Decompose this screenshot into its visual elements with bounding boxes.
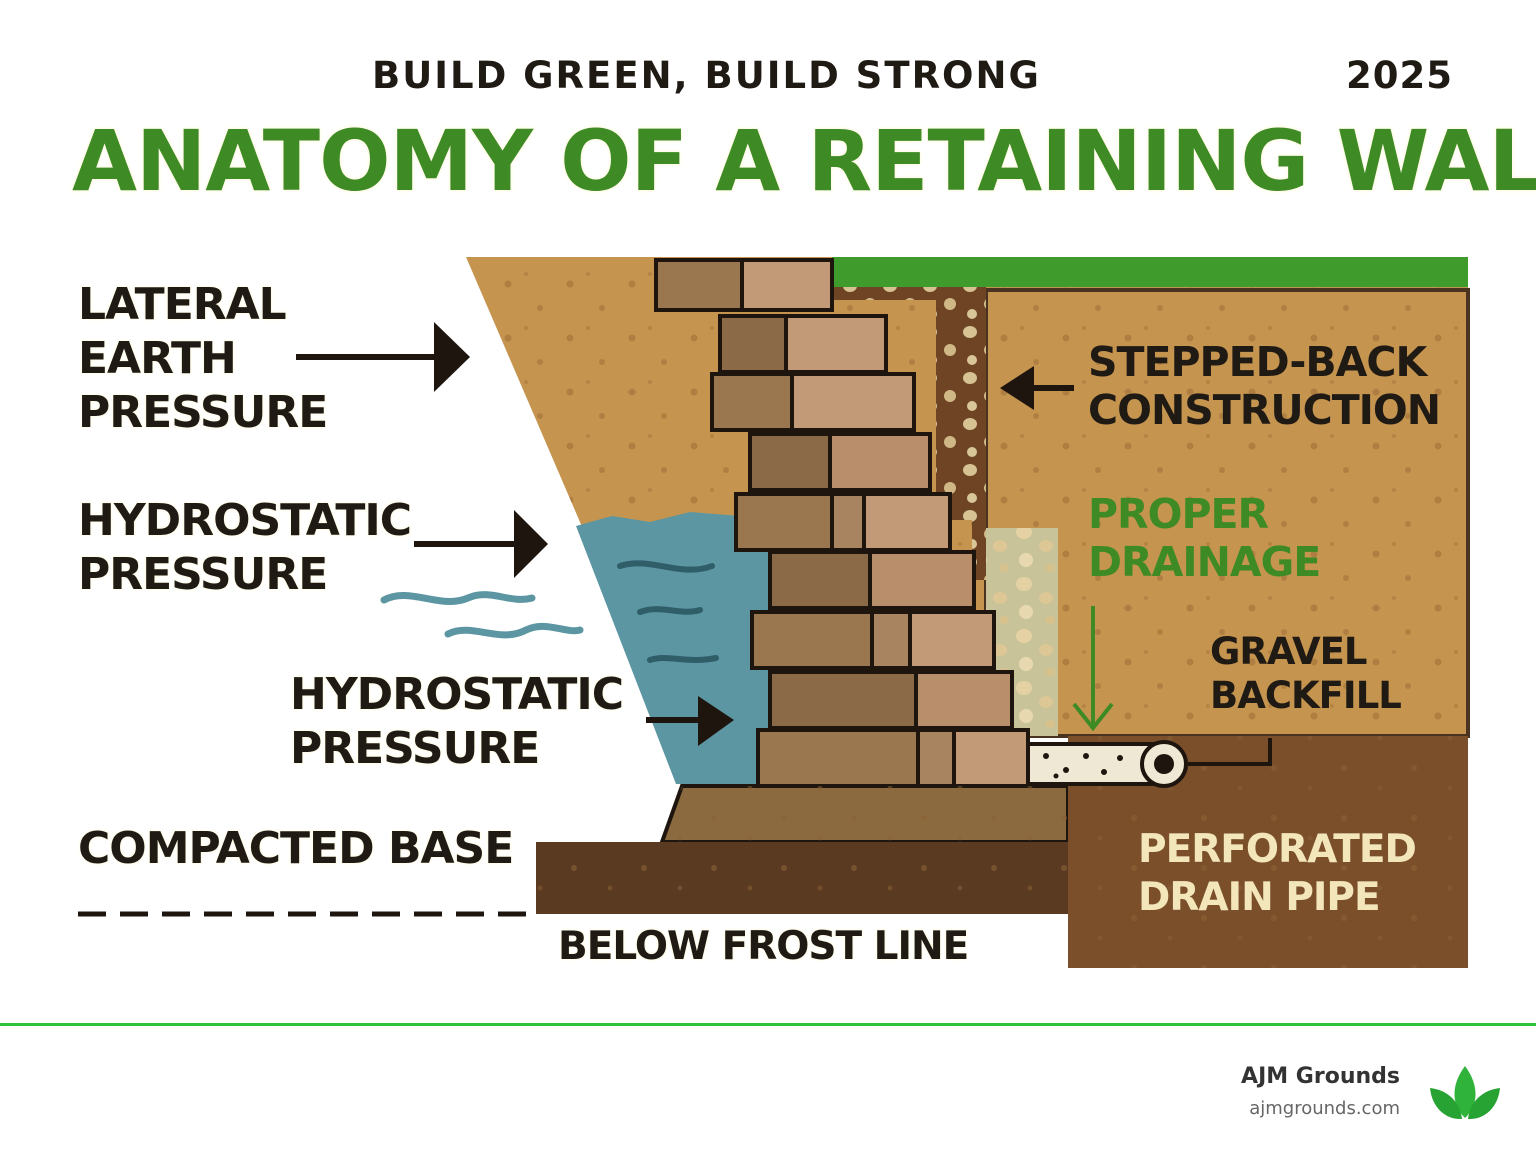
retaining-wall-diagram — [78, 257, 1470, 968]
label-below-frost-line: BELOW FROST LINE — [558, 924, 969, 969]
label-hydrostatic-pressure-upper: HYDROSTATIC PRESSURE — [78, 495, 412, 600]
brand-name: AJM Grounds — [1241, 1064, 1400, 1089]
footer-divider — [0, 1023, 1536, 1026]
label-gravel-backfill: GRAVEL BACKFILL — [1210, 630, 1402, 717]
label-lateral-earth-pressure: LATERAL EARTH PRESSURE — [78, 279, 328, 438]
page-title: ANATOMY OF A RETAINING WALL — [72, 112, 1536, 210]
label-compacted-base: COMPACTED BASE — [78, 823, 514, 874]
header-kicker: BUILD GREEN, BUILD STRONG — [372, 54, 1041, 97]
label-proper-drainage: PROPER DRAINAGE — [1088, 490, 1321, 586]
label-perforated-drain-pipe: PERFORATED DRAIN PIPE — [1138, 827, 1417, 920]
leaf-icon — [1430, 1066, 1500, 1120]
label-hydrostatic-pressure-lower: HYDROSTATIC PRESSURE — [290, 669, 624, 774]
header-year: 2025 — [1346, 54, 1453, 97]
perforated-drain-pipe — [1026, 738, 1272, 788]
brand-url: ajmgrounds.com — [1249, 1098, 1400, 1119]
label-stepped-back-construction: STEPPED-BACK CONSTRUCTION — [1088, 338, 1441, 434]
arrow-down-icon — [1072, 606, 1114, 732]
